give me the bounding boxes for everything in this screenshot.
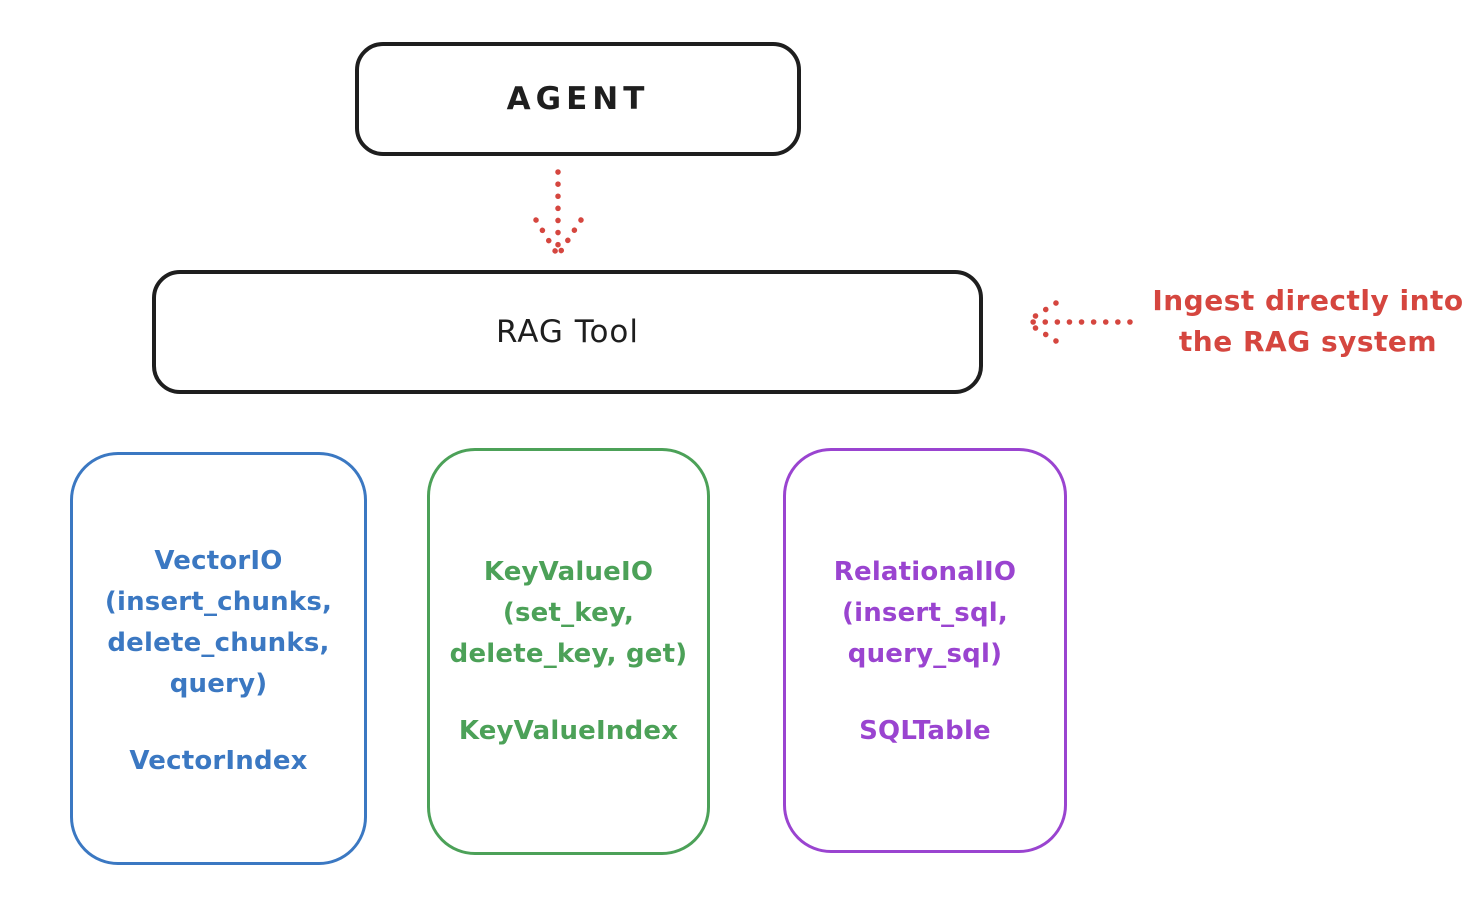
keyvalue-io-line: KeyValueIO: [483, 557, 654, 587]
vector-io-line: (insert_chunks,: [104, 587, 333, 617]
ingest-annotation-line1: Ingest directly into: [1152, 284, 1464, 317]
relational-io-line: RelationalIO: [833, 557, 1017, 587]
vector-io-text: VectorIO (insert_chunks, delete_chunks, …: [105, 541, 332, 705]
vector-io-line: delete_chunks,: [107, 628, 330, 658]
ingest-annotation: Ingest directly into the RAG system: [1138, 280, 1478, 362]
relational-io-text: RelationalIO (insert_sql, query_sql): [834, 552, 1016, 675]
rag-tool-box[interactable]: RAG Tool: [152, 270, 983, 394]
vector-index-label: VectorIndex: [129, 746, 308, 776]
agent-box-label: AGENT: [506, 81, 650, 117]
sql-table-label: SQLTable: [859, 716, 991, 746]
agent-box[interactable]: AGENT: [355, 42, 801, 156]
rag-tool-box-label: RAG Tool: [495, 314, 640, 350]
ingest-annotation-arrow-icon: [1023, 300, 1133, 344]
vector-io-box[interactable]: VectorIO (insert_chunks, delete_chunks, …: [70, 452, 367, 865]
keyvalue-io-line: delete_key, get): [449, 639, 688, 669]
relational-io-line: query_sql): [847, 639, 1003, 669]
ingest-annotation-line2: the RAG system: [1178, 325, 1438, 358]
relational-io-line: (insert_sql,: [842, 598, 1008, 628]
keyvalue-io-text: KeyValueIO (set_key, delete_key, get): [450, 552, 688, 675]
relational-io-box[interactable]: RelationalIO (insert_sql, query_sql) SQL…: [783, 448, 1067, 853]
keyvalue-index-label: KeyValueIndex: [458, 716, 679, 746]
agent-to-rag-arrow-icon: [533, 169, 584, 257]
vector-io-line: query): [169, 669, 268, 699]
keyvalue-io-line: (set_key,: [502, 598, 635, 628]
keyvalue-io-box[interactable]: KeyValueIO (set_key, delete_key, get) Ke…: [427, 448, 710, 855]
vector-io-line: VectorIO: [154, 546, 283, 576]
